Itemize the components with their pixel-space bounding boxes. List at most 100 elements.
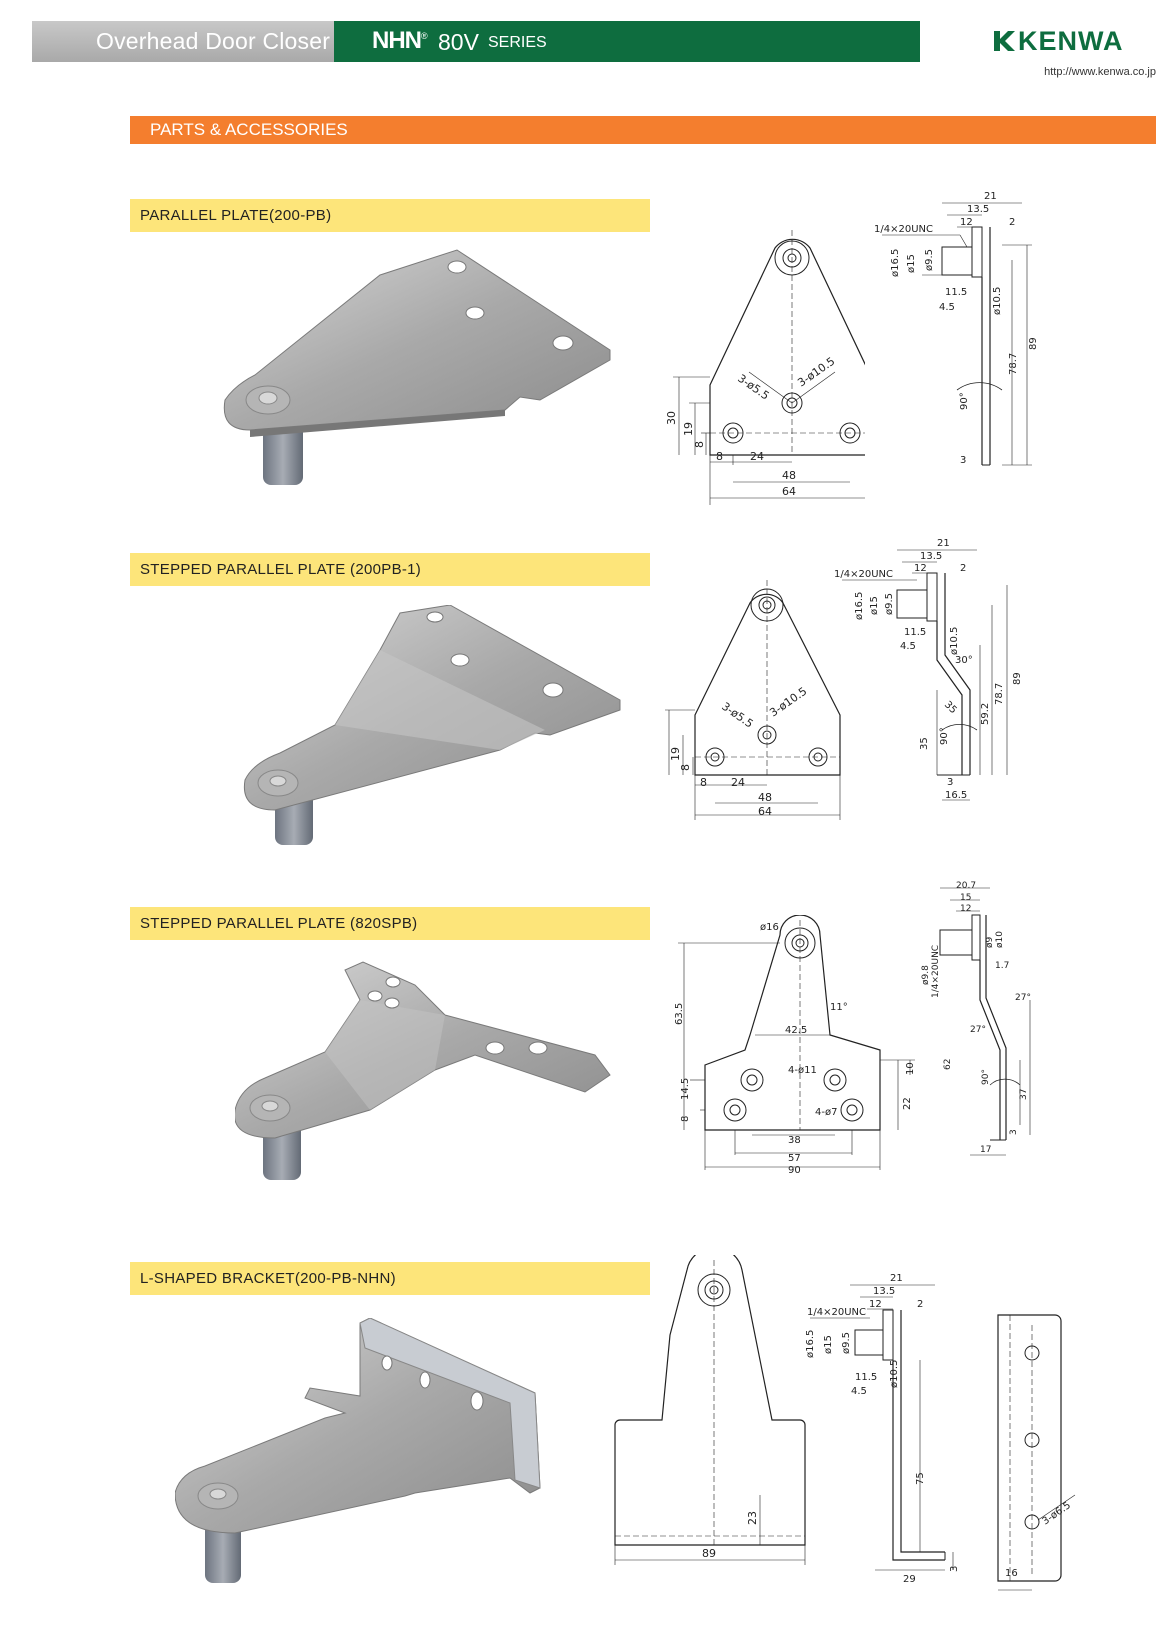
dim-3: 3 <box>949 1566 960 1572</box>
dim-11-5: 11.5 <box>855 1372 877 1383</box>
parallel-plate-side-drawing: 21 13.5 12 2 1/4×20UNC ø16.5 ø15 ø9.5 11… <box>874 191 1039 466</box>
l-shaped-bracket-flange-drawing: 3-ø6.5 16 <box>997 1314 1076 1591</box>
dim-13-5: 13.5 <box>873 1286 895 1297</box>
stepped-plate-200pb-1-photo <box>243 605 621 845</box>
category-bar: PARTS & ACCESSORIES <box>130 116 1156 144</box>
dim-w64: 64 <box>758 805 772 818</box>
dim-thread: 1/4×20UNC <box>834 569 893 580</box>
dim-2: 2 <box>917 1299 923 1310</box>
dim-thread: 1/4×20UNC <box>874 224 933 235</box>
dim-90deg: 90° <box>981 1069 991 1085</box>
dim-35: 35 <box>919 737 930 750</box>
dim-27deg-a: 27° <box>1015 993 1031 1003</box>
dim-2: 2 <box>1009 217 1015 228</box>
dim-63-5: 63.5 <box>674 1003 685 1025</box>
dim-d9: ø9 <box>985 936 995 948</box>
dim-30deg: 30° <box>955 655 973 666</box>
dim-27deg-b: 27° <box>970 1025 986 1035</box>
dim-12: 12 <box>914 563 927 574</box>
dim-35deg: 35 <box>942 699 959 716</box>
dim-w48: 48 <box>782 469 796 482</box>
dim-holes-11: 4-ø11 <box>788 1065 817 1076</box>
dim-16: 16 <box>1005 1568 1018 1579</box>
dim-holes-large: 3-ø10.5 <box>795 355 837 390</box>
l-shaped-bracket-front-drawing: 23 89 <box>614 1255 806 1565</box>
stepped-plate-820spb-side-drawing: 20.7 15 12 ø9.8 1/4×20UNC ø10 ø9 1.7 27°… <box>921 881 1031 1156</box>
dim-90deg: 90° <box>959 392 970 410</box>
dim-75: 75 <box>915 1472 926 1485</box>
dim-d15: ø15 <box>823 1335 834 1354</box>
dim-d16-5: ø16.5 <box>854 592 865 620</box>
dim-w90: 90 <box>788 1165 801 1175</box>
dim-90deg: 90° <box>939 727 950 745</box>
dim-w8: 8 <box>700 776 707 789</box>
kenwa-logo: KENWA <box>920 21 1156 62</box>
dim-30: 30 <box>665 411 678 425</box>
dim-w64: 64 <box>782 485 796 498</box>
dim-11-5: 11.5 <box>945 287 967 298</box>
dim-21: 21 <box>984 191 997 202</box>
l-shaped-bracket-photo <box>175 1318 541 1583</box>
dim-d9-5: ø9.5 <box>841 1332 852 1354</box>
dim-4-5: 4.5 <box>851 1386 867 1397</box>
dim-13-5: 13.5 <box>920 551 942 562</box>
dim-22: 22 <box>902 1097 913 1110</box>
header-product-name: Overhead Door Closer <box>96 28 331 54</box>
dim-holes-small: 3-ø5.5 <box>735 372 771 403</box>
dim-37: 37 <box>1019 1089 1029 1100</box>
dim-4-5: 4.5 <box>939 302 955 313</box>
dim-62: 62 <box>943 1059 953 1070</box>
category-title: PARTS & ACCESSORIES <box>150 120 348 139</box>
dim-16-5: 16.5 <box>945 790 967 801</box>
dim-12: 12 <box>960 217 973 228</box>
dim-10: 10 <box>905 1062 916 1075</box>
dim-d10: ø10 <box>995 931 1005 948</box>
dim-78-7: 78.7 <box>1008 353 1019 375</box>
dim-w8: 8 <box>716 450 723 463</box>
dim-thread: 1/4×20UNC <box>807 1307 866 1318</box>
dim-19: 19 <box>669 747 682 761</box>
dim-42-5: 42.5 <box>785 1025 807 1036</box>
dim-11deg: 11° <box>830 1002 848 1013</box>
dim-holes-small: 3-ø5.5 <box>719 700 755 731</box>
section-label-parallel-plate: PARALLEL PLATE(200-PB) <box>130 199 650 232</box>
header-product-band: Overhead Door Closer <box>32 21 334 62</box>
kenwa-logo-mark-icon <box>994 31 1015 51</box>
dim-3: 3 <box>947 777 953 788</box>
dim-d9-8: ø9.8 <box>921 965 931 985</box>
parallel-plate-front-drawing: 3-ø5.5 3-ø10.5 30 19 8 8 24 48 64 <box>665 230 865 505</box>
section-label-stepped-200pb-1: STEPPED PARALLEL PLATE (200PB-1) <box>130 553 650 586</box>
section-label-l-shaped-bracket: L-SHAPED BRACKET(200-PB-NHN) <box>130 1262 650 1295</box>
dim-21: 21 <box>937 538 950 549</box>
dim-12: 12 <box>960 904 971 914</box>
dim-d10-5: ø10.5 <box>889 1360 900 1388</box>
dim-19: 19 <box>682 422 695 436</box>
dim-d9-5: ø9.5 <box>884 593 895 615</box>
dim-4-5: 4.5 <box>900 641 916 652</box>
header-series: SERIES <box>488 34 547 51</box>
dim-8: 8 <box>693 441 706 448</box>
dim-d10-5: ø10.5 <box>992 287 1003 315</box>
dim-2: 2 <box>960 563 966 574</box>
dim-w38: 38 <box>788 1135 801 1146</box>
l-shaped-bracket-side-drawing: 21 13.5 12 2 1/4×20UNC ø16.5 ø15 ø9.5 11… <box>805 1273 960 1585</box>
dim-holes-7: 4-ø7 <box>815 1107 837 1118</box>
company-url[interactable]: http://www.kenwa.co.jp <box>1044 66 1156 78</box>
section-title: STEPPED PARALLEL PLATE (820SPB) <box>140 915 418 932</box>
dim-14-5: 14.5 <box>680 1078 691 1100</box>
dim-29: 29 <box>903 1574 916 1585</box>
dim-w24: 24 <box>750 450 764 463</box>
dim-d10-5: ø10.5 <box>949 627 960 655</box>
section-label-stepped-820spb: STEPPED PARALLEL PLATE (820SPB) <box>130 907 650 940</box>
dim-23: 23 <box>746 1511 759 1525</box>
dim-89: 89 <box>1012 672 1023 685</box>
dim-15: 15 <box>960 893 971 903</box>
dim-1-7: 1.7 <box>995 961 1009 971</box>
dim-17: 17 <box>980 1145 991 1155</box>
dim-21: 21 <box>890 1273 903 1284</box>
section-title: L-SHAPED BRACKET(200-PB-NHN) <box>140 1270 396 1287</box>
section-title: PARALLEL PLATE(200-PB) <box>140 207 332 224</box>
header-model: 80V <box>438 29 479 55</box>
dim-8: 8 <box>679 764 692 771</box>
dim-d16: ø16 <box>760 922 779 933</box>
